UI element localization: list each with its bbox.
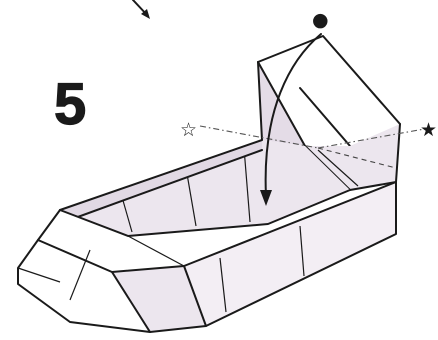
previous-step-arrow [133, 0, 150, 19]
upright-flap [258, 36, 400, 146]
step-number: 5 [54, 72, 86, 137]
hollow-star-symbol: ☆ [180, 119, 197, 141]
solid-star-symbol: ★ [420, 119, 437, 141]
start-dot-symbol: ● [312, 9, 329, 31]
